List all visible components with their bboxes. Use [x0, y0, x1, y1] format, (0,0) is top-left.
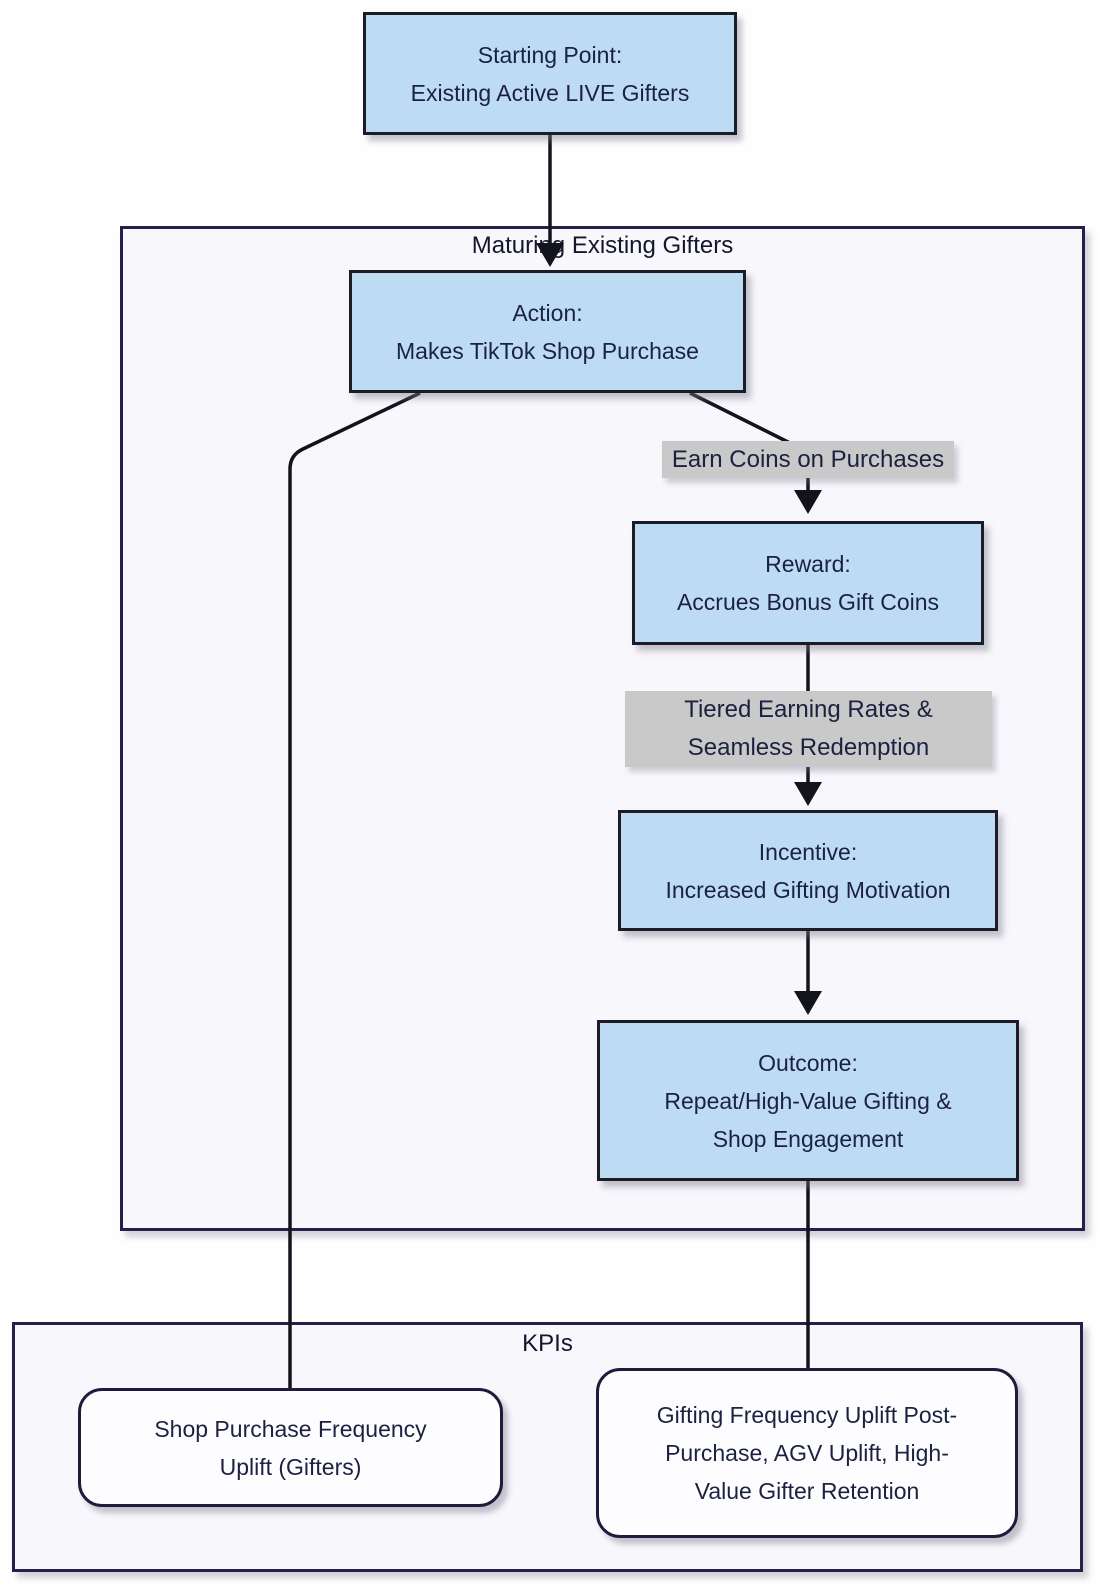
edge-label-line: Tiered Earning Rates & [684, 696, 933, 723]
node-line: Outcome: [758, 1049, 858, 1076]
node-line: Action: [512, 299, 583, 326]
node-line: Gifting Frequency Uplift Post- [656, 1402, 958, 1428]
node-line: Increased Gifting Motivation [665, 876, 951, 903]
node-kpi-shop-purchase-frequency: Shop Purchase Frequency Uplift (Gifters) [78, 1388, 503, 1507]
node-reward: Reward: Accrues Bonus Gift Coins [632, 521, 984, 645]
node-line: Accrues Bonus Gift Coins [676, 589, 940, 615]
node-line: Incentive: [758, 838, 858, 865]
node-line: Makes TikTok Shop Purchase [396, 337, 699, 364]
node-line: Starting Point: [477, 41, 623, 68]
node-line: Purchase, AGV Uplift, High- [665, 1440, 949, 1466]
edge-label-tiered-earning: Tiered Earning Rates & Seamless Redempti… [625, 691, 992, 767]
node-action: Action: Makes TikTok Shop Purchase [349, 270, 746, 393]
node-line: Existing Active LIVE Gifters [410, 79, 690, 106]
edge-label-line: Earn Coins on Purchases [671, 445, 945, 473]
node-line: Value Gifter Retention [694, 1478, 920, 1504]
node-starting-point: Starting Point: Existing Active LIVE Gif… [363, 12, 737, 135]
group-label-maturing: Maturing Existing Gifters [471, 232, 734, 259]
edge-label-earn-coins: Earn Coins on Purchases [662, 441, 954, 478]
node-line: Shop Purchase Frequency [154, 1415, 427, 1442]
node-outcome: Outcome: Repeat/High-Value Gifting & Sho… [597, 1020, 1019, 1181]
node-incentive: Incentive: Increased Gifting Motivation [618, 810, 998, 931]
node-kpi-gifting-frequency-uplift: Gifting Frequency Uplift Post- Purchase,… [596, 1368, 1018, 1538]
group-label-kpis: KPIs [522, 1330, 573, 1357]
node-line: Repeat/High-Value Gifting & [664, 1087, 952, 1114]
edge-label-line: Seamless Redemption [687, 734, 930, 761]
node-line: Shop Engagement [712, 1125, 904, 1152]
node-line: Reward: [765, 551, 851, 577]
node-line: Uplift (Gifters) [219, 1453, 362, 1480]
